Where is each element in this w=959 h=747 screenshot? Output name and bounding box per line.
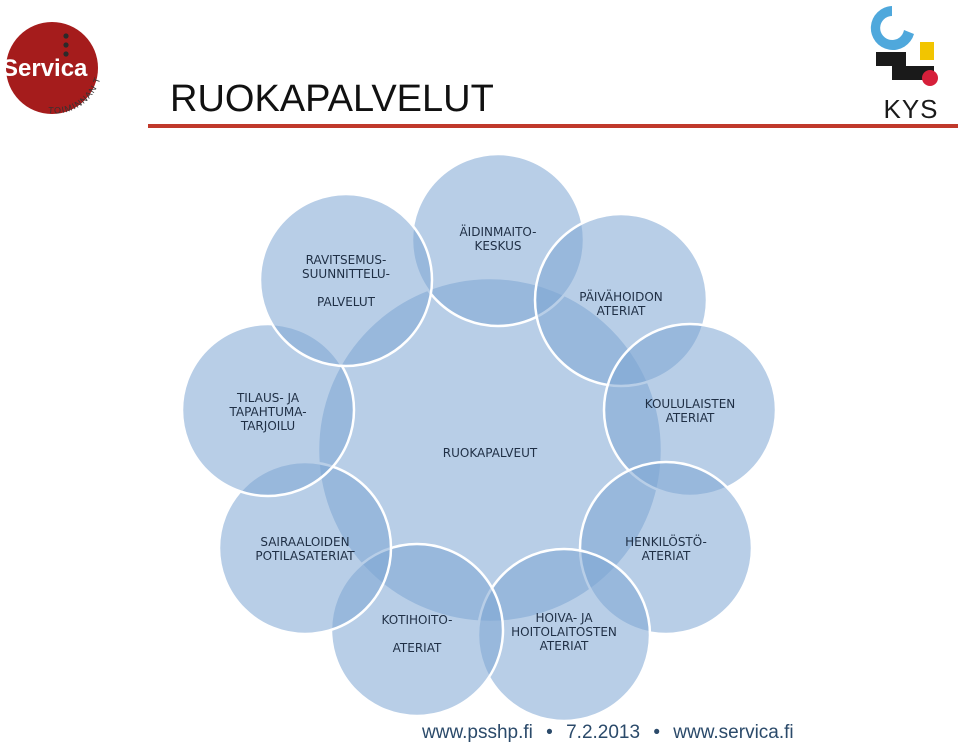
node-label-sairaaloiden: SAIRAALOIDEN POTILASATERIAT xyxy=(255,535,355,563)
kys-logo xyxy=(870,6,938,86)
servica-logo: Servica TOIMINNAN TUKENA xyxy=(0,14,102,116)
page-title: RUOKAPALVELUT xyxy=(170,78,494,120)
node-label-aidinmaito: ÄIDINMAITO- KESKUS xyxy=(459,225,537,253)
kys-logo-text: KYS xyxy=(883,94,939,124)
footer-date: 7.2.2013 xyxy=(566,722,641,743)
node-circle-ravitsemus xyxy=(258,192,434,368)
svg-text:Servica: Servica xyxy=(2,55,88,82)
node-circle-tilaus xyxy=(180,322,356,498)
node-label-hoiva: HOIVA- JA HOITOLAITOSTEN ATERIAT xyxy=(511,611,617,653)
footer-separator: • xyxy=(653,722,660,743)
footer-link-servica[interactable]: www.servica.fi xyxy=(673,722,794,743)
center-label: RUOKAPALVEUT xyxy=(442,446,538,460)
node-label-tilaus: TILAUS- JA TAPAHTUMA- TARJOILU xyxy=(229,391,307,433)
footer-link-psshp[interactable]: www.psshp.fi xyxy=(422,722,533,743)
title-underline xyxy=(148,124,958,128)
node-label-ravitsemus: RAVITSEMUS- SUUNNITTELU- PALVELUT xyxy=(302,253,390,309)
footer: www.psshp.fi • 7.2.2013 • www.servica.fi xyxy=(418,722,798,744)
node-label-koululaisten: KOULULAISTEN ATERIAT xyxy=(644,397,736,425)
footer-separator: • xyxy=(546,722,553,743)
node-label-paivahoidon: PÄIVÄHOIDON ATERIAT xyxy=(579,290,663,318)
node-label-henkilosto: HENKILÖSTÖ- ATERIAT xyxy=(625,535,707,563)
node-label-kotihoito: KOTIHOITO- ATERIAT xyxy=(381,613,453,655)
